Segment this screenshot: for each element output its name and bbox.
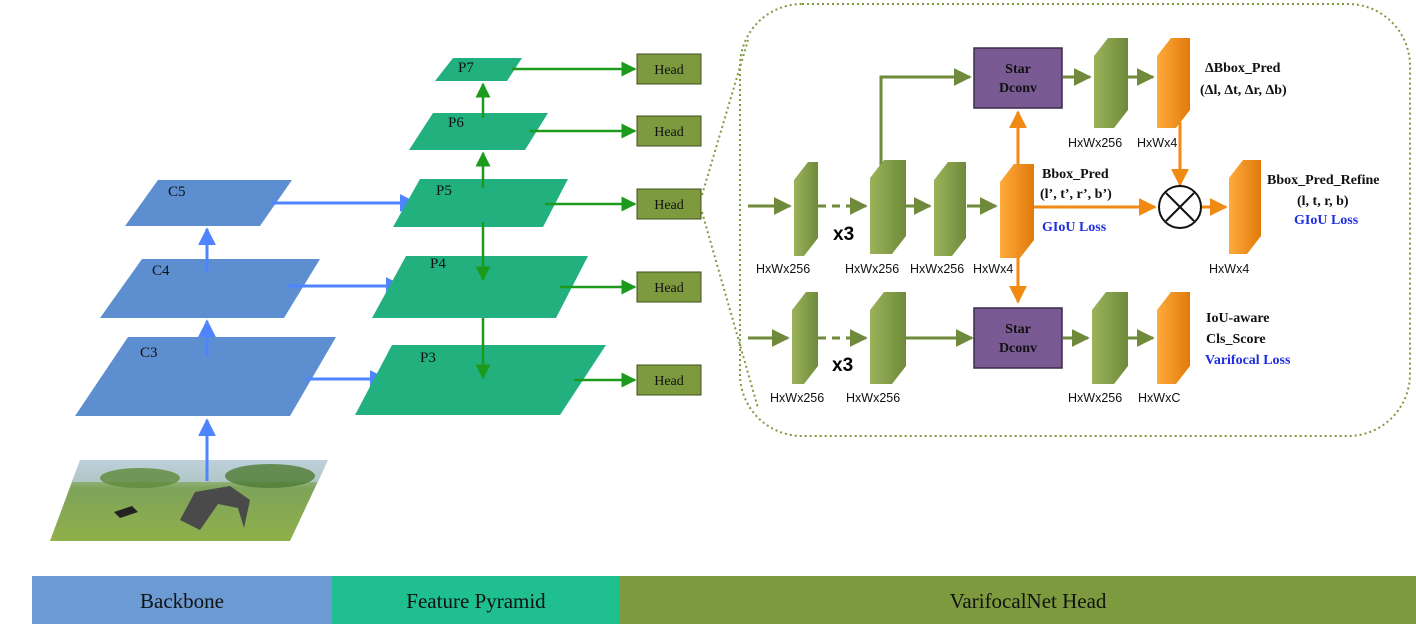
star-dconv-top-box (973, 47, 1063, 109)
feature-pyramid: P7 P6 P5 P4 P3 (355, 58, 606, 415)
pyramid-label-p7: P7 (458, 60, 474, 76)
star-dconv-bottom-line2: Dconv (999, 341, 1037, 356)
pyramid-plane-p3 (355, 345, 606, 415)
star-dconv-bottom-line1: Star (1005, 322, 1031, 337)
backbone-plane-c5 (125, 180, 292, 226)
head-label-p5: Head (654, 198, 684, 213)
dim-upper-a: HxWx256 (1068, 136, 1122, 150)
dim-bot-in: HxWx256 (770, 391, 824, 405)
pyramid-plane-p7 (435, 58, 522, 81)
head-label-p4: Head (654, 281, 684, 296)
delta-pred-title: ΔBbox_Pred (1205, 61, 1281, 76)
legend-pyramid-label: Feature Pyramid (406, 589, 546, 613)
feature-map-top-mid (934, 162, 966, 256)
cls-title-line2: Cls_Score (1206, 332, 1266, 347)
feature-map-top-x3 (870, 160, 906, 254)
dim-top-pred: HxWx4 (973, 262, 1013, 276)
pyramid-plane-p5 (393, 179, 568, 227)
repeat-label-bottom: x3 (832, 355, 853, 376)
dim-top-in: HxWx256 (756, 262, 810, 276)
feature-map-bot-mid (1092, 292, 1128, 384)
pyramid-label-p4: P4 (430, 256, 446, 272)
feature-map-refine (1229, 160, 1261, 254)
pyramid-label-p6: P6 (448, 115, 464, 131)
callout-frame (739, 3, 1411, 437)
star-dconv-bottom-box (973, 307, 1063, 369)
head-box-p3 (636, 364, 702, 396)
head-connectors (748, 68, 1228, 347)
legend-bar: Backbone Feature Pyramid VarifocalNet He… (32, 576, 1416, 624)
refine-title: Bbox_Pred_Refine (1267, 173, 1380, 188)
head-box-p5 (636, 188, 702, 220)
legend-backbone-swatch (32, 576, 332, 624)
legend-pyramid-swatch (332, 576, 620, 624)
backbone-plane-c3 (75, 337, 336, 416)
head-box-p4 (636, 271, 702, 303)
dim-top-mid: HxWx256 (910, 262, 964, 276)
pyramid-label-p3: P3 (420, 350, 436, 366)
cls-title-line1: IoU-aware (1206, 311, 1270, 326)
repeat-label-top: x3 (833, 224, 854, 245)
legend-backbone-label: Backbone (140, 589, 224, 613)
head-label-p3: Head (654, 374, 684, 389)
feature-map-top-in (794, 162, 818, 256)
feature-map-bot-x3 (870, 292, 906, 384)
head-box-p7 (636, 53, 702, 85)
backbone: C5 C4 C3 (50, 180, 336, 541)
head-box-p6 (636, 115, 702, 147)
dim-bot-x3: HxWx256 (846, 391, 900, 405)
delta-pred-coords: (Δl, Δt, Δr, Δb) (1200, 83, 1287, 98)
dim-refine: HxWx4 (1209, 262, 1249, 276)
cls-loss: Varifocal Loss (1205, 353, 1291, 368)
backbone-plane-c4 (100, 259, 320, 318)
dim-upper-b: HxWx4 (1137, 136, 1177, 150)
bbox-pred-loss: GIoU Loss (1042, 220, 1107, 235)
input-image (50, 460, 328, 541)
heads: Head Head Head Head Head (512, 53, 702, 396)
head-detail-callout (701, 3, 1411, 437)
pyramid-plane-p6 (409, 113, 548, 150)
feature-map-upper-a (1094, 38, 1128, 128)
dim-bot-mid: HxWx256 (1068, 391, 1122, 405)
refine-loss: GIoU Loss (1294, 213, 1359, 228)
dim-bot-out: HxWxC (1138, 391, 1180, 405)
feature-maps (792, 38, 1261, 384)
dim-top-x3: HxWx256 (845, 262, 899, 276)
callout-line-top (701, 39, 749, 196)
pyramid-label-p5: P5 (436, 183, 452, 199)
feature-map-bot-out (1157, 292, 1190, 384)
bbox-pred-title: Bbox_Pred (1042, 167, 1109, 182)
legend-head-swatch (620, 576, 1416, 624)
feature-map-bot-in (792, 292, 818, 384)
legend-head-label: VarifocalNet Head (950, 589, 1107, 613)
star-dconv-top-line1: Star (1005, 62, 1031, 77)
bbox-pred-coords: (l’, t’, r’, b’) (1040, 187, 1112, 202)
head-label-p6: Head (654, 125, 684, 140)
refine-coords: (l, t, r, b) (1297, 194, 1349, 209)
head-label-p7: Head (654, 63, 684, 78)
backbone-label-c5: C5 (168, 184, 186, 200)
callout-line-bottom (701, 211, 759, 409)
feature-map-upper-b (1157, 38, 1190, 128)
star-dconv-top-line2: Dconv (999, 81, 1037, 96)
pyramid-plane-p4 (372, 256, 588, 318)
backbone-label-c3: C3 (140, 345, 158, 361)
arrow-skip-to-dconv (879, 68, 972, 172)
backbone-label-c4: C4 (152, 263, 170, 279)
multiply-icon (1158, 185, 1202, 229)
feature-map-top-pred (1000, 164, 1034, 258)
